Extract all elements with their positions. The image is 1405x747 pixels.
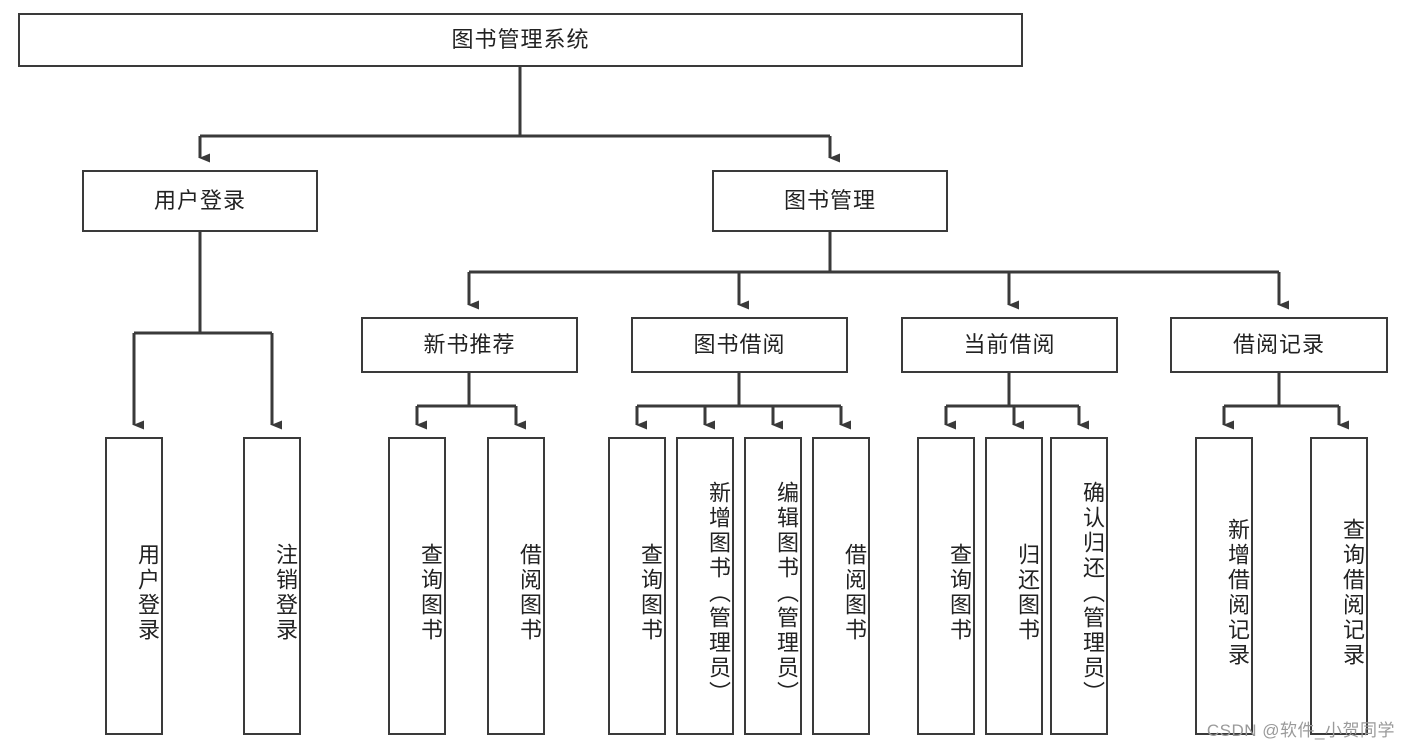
edge-newbook-bus [417, 373, 516, 408]
leaf-node-label: 新增图书（管理员） [706, 480, 731, 706]
leaf-node-label: 借阅图书 [517, 543, 542, 643]
edge-root-bus [200, 67, 830, 138]
leaf-node-label: 注销登录 [273, 543, 298, 643]
node-root[interactable]: 图书管理系统 [18, 13, 1023, 67]
leaf-node[interactable]: 归还图书 [985, 437, 1043, 735]
leaf-node-label: 借阅图书 [842, 543, 867, 643]
leaf-node[interactable]: 查询图书 [388, 437, 446, 735]
leaf-node[interactable]: 新增借阅记录 [1195, 437, 1253, 735]
leaf-node-label: 查询借阅记录 [1340, 518, 1365, 668]
leaf-node[interactable]: 编辑图书（管理员） [744, 437, 802, 735]
edge-records-bus [1224, 373, 1339, 408]
edge-userlogin-stem [134, 232, 272, 335]
leaf-node[interactable]: 用户登录 [105, 437, 163, 735]
leaf-node[interactable]: 借阅图书 [812, 437, 870, 735]
edge-current-bus [946, 373, 1079, 408]
node-book-borrow[interactable]: 图书借阅 [631, 317, 848, 373]
node-new-book-recommend-label: 新书推荐 [423, 331, 516, 357]
node-book-management[interactable]: 图书管理 [712, 170, 948, 232]
node-root-label: 图书管理系统 [451, 26, 590, 52]
node-user-login[interactable]: 用户登录 [82, 170, 318, 232]
node-current-borrow[interactable]: 当前借阅 [901, 317, 1118, 373]
leaf-node[interactable]: 注销登录 [243, 437, 301, 735]
node-book-borrow-label: 图书借阅 [693, 331, 786, 357]
leaf-node-label: 归还图书 [1015, 543, 1040, 643]
leaf-node-label: 编辑图书（管理员） [774, 480, 799, 706]
csdn-watermark: CSDN @软件_小贺同学 [1206, 721, 1395, 740]
leaf-node-label: 查询图书 [418, 543, 443, 643]
leaf-node-label: 查询图书 [947, 543, 972, 643]
node-borrow-records[interactable]: 借阅记录 [1170, 317, 1388, 373]
leaf-node-label: 查询图书 [638, 543, 663, 643]
node-borrow-records-label: 借阅记录 [1232, 331, 1325, 357]
leaf-node[interactable]: 查询借阅记录 [1310, 437, 1368, 735]
node-new-book-recommend[interactable]: 新书推荐 [361, 317, 578, 373]
leaf-node[interactable]: 借阅图书 [487, 437, 545, 735]
node-current-borrow-label: 当前借阅 [963, 331, 1056, 357]
leaf-node[interactable]: 查询图书 [917, 437, 975, 735]
node-user-login-label: 用户登录 [153, 187, 246, 213]
leaf-node-label: 用户登录 [135, 543, 160, 643]
leaf-node[interactable]: 新增图书（管理员） [676, 437, 734, 735]
leaf-node-label: 新增借阅记录 [1225, 518, 1250, 668]
node-book-management-label: 图书管理 [783, 187, 876, 213]
leaf-node-label: 确认归还（管理员） [1080, 480, 1105, 706]
leaf-node[interactable]: 确认归还（管理员） [1050, 437, 1108, 735]
edge-bookmanage-bus [469, 232, 1279, 274]
edge-borrow-bus [637, 373, 841, 408]
leaf-node[interactable]: 查询图书 [608, 437, 666, 735]
